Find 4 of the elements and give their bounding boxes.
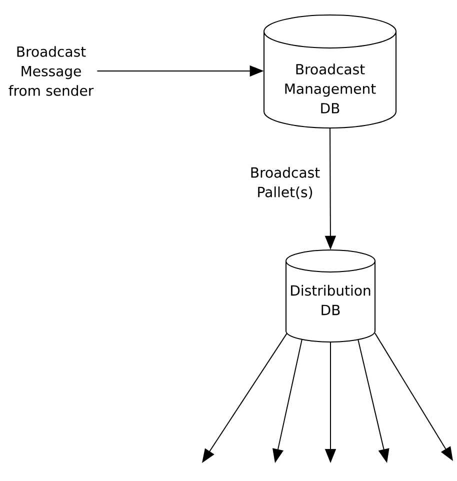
- database-cylinder: Broadcast Management DB: [264, 14, 396, 128]
- text-label: Broadcast Message from sender: [8, 46, 94, 96]
- database-cylinder: Distribution DB: [286, 250, 376, 342]
- edge-label: Broadcast Pallet(s): [244, 166, 326, 200]
